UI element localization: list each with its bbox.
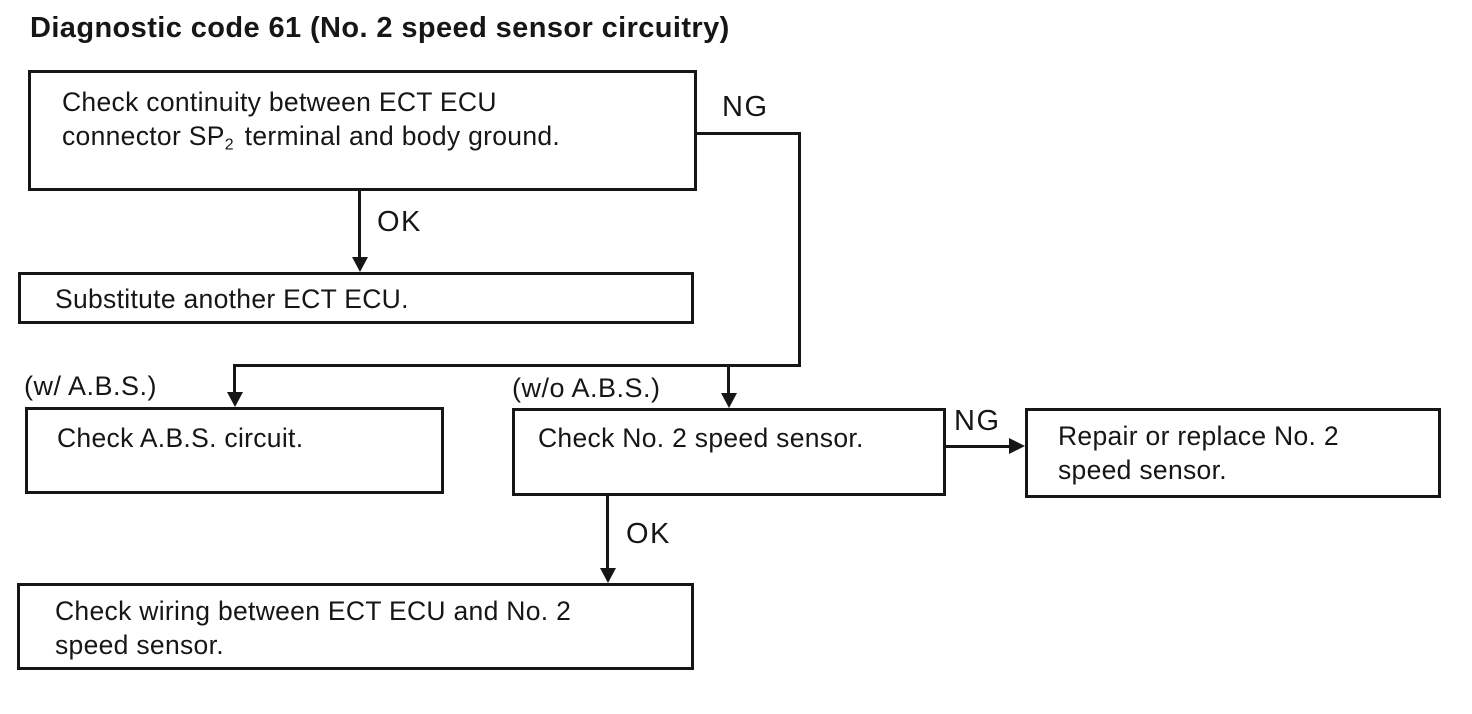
ng-top-connector-out [695, 132, 801, 135]
edge-label-ng-right: NG [954, 405, 1001, 437]
branch-right-arrowhead-icon [721, 393, 737, 408]
node-check-continuity-line2-post: terminal and body ground. [244, 121, 561, 151]
edge-label-ok-bottom: OK [626, 518, 671, 550]
node-check-continuity-line2: connector SP2 terminal and body ground. [62, 119, 694, 162]
node-check-abs-label: Check A.B.S. circuit. [57, 423, 304, 453]
ng-right-connector [945, 445, 1009, 448]
branch-label-without-abs: (w/o A.B.S.) [512, 373, 661, 403]
ng-top-connector-down [798, 132, 801, 367]
edge-label-ng-top: NG [722, 91, 769, 123]
ng-right-arrowhead-icon [1009, 438, 1025, 454]
ok-top-arrowhead-icon [352, 257, 368, 272]
node-check-wiring: Check wiring between ECT ECU and No. 2 s… [17, 583, 694, 670]
ok-bottom-arrowhead-icon [600, 568, 616, 583]
branch-left-stub [233, 364, 236, 394]
node-repair-replace-line1: Repair or replace No. 2 [1058, 421, 1339, 451]
branch-label-with-abs: (w/ A.B.S.) [24, 371, 158, 401]
node-check-speed-sensor-label: Check No. 2 speed sensor. [538, 423, 864, 453]
node-check-continuity: Check continuity between ECT ECU connect… [28, 70, 697, 191]
node-check-abs: Check A.B.S. circuit. [25, 407, 444, 494]
node-substitute-ecu-label: Substitute another ECT ECU. [55, 284, 409, 314]
branch-rail [233, 364, 801, 367]
branch-right-stub [727, 364, 730, 395]
node-check-continuity-line2-pre: connector SP [62, 121, 225, 151]
ok-bottom-connector [606, 495, 609, 569]
edge-label-ok-top: OK [377, 206, 422, 238]
node-check-continuity-line1: Check continuity between ECT ECU [62, 87, 497, 117]
node-check-wiring-line2: speed sensor. [55, 630, 224, 660]
node-check-wiring-line1: Check wiring between ECT ECU and No. 2 [55, 596, 572, 626]
node-check-speed-sensor: Check No. 2 speed sensor. [512, 408, 946, 496]
node-repair-replace: Repair or replace No. 2 speed sensor. [1025, 408, 1441, 498]
node-substitute-ecu: Substitute another ECT ECU. [18, 272, 694, 324]
node-repair-replace-line2: speed sensor. [1058, 455, 1227, 485]
page-title: Diagnostic code 61 (No. 2 speed sensor c… [30, 12, 730, 44]
sp2-subscript: 2 [224, 136, 234, 154]
ok-top-connector [358, 190, 361, 259]
branch-left-arrowhead-icon [227, 392, 243, 407]
